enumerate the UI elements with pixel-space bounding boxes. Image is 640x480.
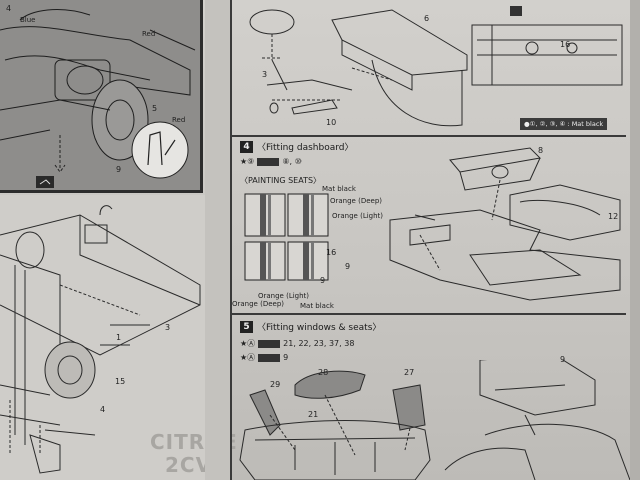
painting-seats-title: 〈PAINTING SEATS〉 [240, 176, 322, 185]
part-number: 27 [404, 368, 415, 377]
chassis-drawing [0, 205, 201, 474]
part-number: 6 [424, 14, 430, 23]
step-4-paint-line: ★⑨ ⑧, ⑩ [240, 157, 302, 166]
engine-assembly-drawing [0, 9, 196, 188]
section-divider [230, 313, 626, 315]
part-number: 4 [100, 405, 106, 414]
page-gutter [205, 0, 230, 480]
part-number: 9 [116, 165, 122, 174]
paint-label: Orange (Deep) [330, 197, 382, 205]
windows-seats-drawing [239, 360, 630, 480]
part-chip [258, 353, 281, 362]
step-4-heading: 4 〈Fitting dashboard〉 [240, 140, 353, 153]
paint-code: ★⑨ [240, 157, 255, 166]
wire-label-blue: Blue [20, 16, 36, 24]
part-number: 5 [152, 104, 158, 113]
paint-code: ★Ⓐ [240, 339, 256, 348]
paint-code: ★Ⓐ [240, 353, 256, 362]
part-number: 8 [538, 146, 544, 155]
part-number: 28 [318, 368, 329, 377]
paint-label: Mat black [322, 185, 356, 193]
chassis-assembly-panel: 1 3 4 15 CITROE 2CVE [0, 195, 237, 480]
seat-painting-diagram [244, 193, 329, 281]
color-callout-mat-black: ●①, ②, ③, ④ : Mat black [520, 118, 608, 130]
part-number: 10 [326, 118, 337, 127]
part-number: 3 [262, 70, 268, 79]
step-title: 〈Fitting dashboard〉 [257, 143, 354, 153]
wire-label-red: Red [172, 116, 186, 124]
part-chip [257, 157, 280, 166]
paint-parts: 21, 22, 23, 37, 38 [283, 339, 355, 348]
step-5-heading: 5 〈Fitting windows & seats〉 [240, 320, 381, 333]
part-number: 21 [308, 410, 319, 419]
paint-parts: 9 [283, 353, 289, 362]
part-number: 16 [560, 40, 571, 49]
part-number: 1 [116, 333, 122, 342]
part-number: 4 [6, 4, 12, 13]
part-number: 29 [270, 380, 281, 389]
part-number: 9 [320, 276, 326, 285]
part-number: 16 [326, 248, 337, 257]
part-number: 12 [608, 212, 619, 221]
part-number: 9 [560, 355, 566, 364]
step-number: 4 [240, 140, 253, 153]
part-chip [258, 339, 281, 348]
paint-label: Mat black [300, 302, 334, 310]
engine-assembly-panel: 4 Blue Red Red 5 9 [0, 0, 203, 193]
part-number: 9 [345, 262, 351, 271]
wire-label-red: Red [142, 30, 156, 38]
dashboard-floor-drawing [389, 147, 621, 301]
steering-dashboard-drawing [249, 6, 623, 127]
step-5-paint-line-2: ★Ⓐ 9 [240, 352, 288, 363]
paint-label: Orange (Light) [332, 212, 384, 220]
step-title: 〈Fitting windows & seats〉 [257, 323, 382, 333]
step-number: 5 [240, 320, 253, 333]
part-number: 15 [115, 377, 126, 386]
part-number: 3 [165, 323, 171, 332]
right-instruction-column [230, 0, 632, 480]
paint-label: Orange (Light) [258, 292, 310, 300]
paint-parts: ⑧, ⑩ [282, 157, 302, 166]
step-5-paint-line-1: ★Ⓐ 21, 22, 23, 37, 38 [240, 338, 354, 349]
section-divider [230, 135, 626, 137]
page-edge [630, 0, 640, 480]
paint-label: Orange (Deep) [232, 300, 284, 308]
